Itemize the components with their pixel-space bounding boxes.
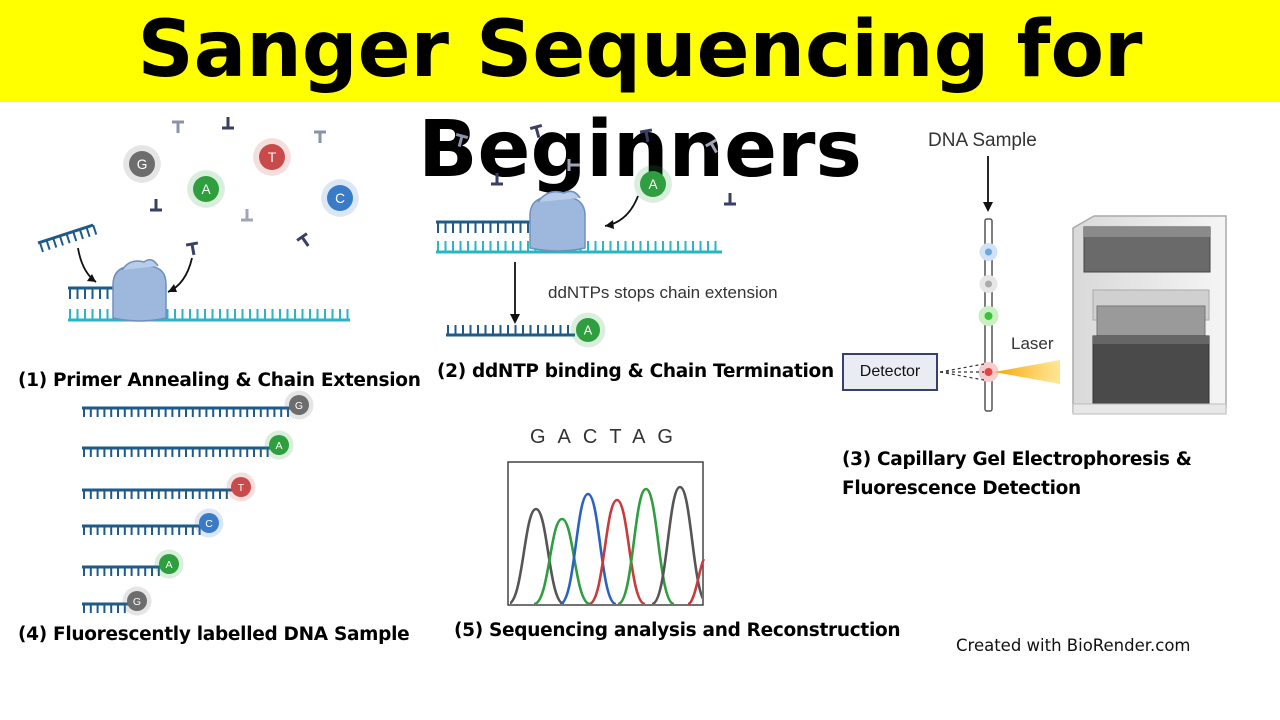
panel3-caption-line2: Fluorescence Detection [842, 478, 1081, 499]
labelled-fragment: T [82, 472, 256, 502]
nucleotide-A: A [187, 170, 225, 208]
labelled-fragment: A [82, 549, 184, 579]
labelled-fragment: A [82, 430, 294, 460]
nucleotide-G: G [284, 390, 314, 420]
svg-text:A: A [648, 177, 658, 192]
nucleotide-C: C [321, 179, 359, 217]
chromatogram-peaks [510, 485, 706, 606]
free-nucleotide-glyph [567, 159, 580, 171]
sequencer-machine-icon [1072, 215, 1227, 415]
nucleotide-A: A [154, 549, 184, 579]
peak-C [559, 492, 617, 604]
labelled-fragment: C [82, 508, 224, 538]
free-nucleotide-glyph [455, 132, 469, 148]
panel2-illustration: AA [436, 123, 736, 348]
panel3-sample-label: DNA Sample [928, 130, 1037, 151]
free-nucleotide-glyph [172, 120, 184, 133]
labelled-fragment: G [82, 390, 314, 420]
peak-G [510, 507, 565, 604]
svg-text:C: C [205, 518, 213, 530]
panel1-polymerase-icon [112, 259, 167, 322]
svg-text:A: A [584, 324, 593, 338]
free-nucleotide-glyph [296, 232, 310, 247]
free-nucleotide-glyph [314, 130, 326, 143]
svg-text:T: T [268, 150, 277, 165]
panel1-template-strand [68, 309, 350, 322]
free-nucleotide-glyph [491, 173, 503, 186]
nucleotide-T: T [253, 138, 291, 176]
free-nucleotide-glyph [639, 128, 653, 143]
free-nucleotide-glyph [150, 199, 162, 212]
nucleotide-A: A [264, 430, 294, 460]
nucleotide-C: C [194, 508, 224, 538]
peak-A [533, 517, 591, 604]
free-nucleotide-glyph [724, 193, 736, 206]
panel4-caption: (4) Fluorescently labelled DNA Sample [18, 624, 410, 645]
panel1-arrow-nucleotide [167, 257, 193, 293]
laser-beam [994, 360, 1060, 384]
panel1-illustration: G T A C [37, 117, 359, 322]
panel1-floating-primer [37, 223, 98, 253]
panel2-note: ddNTPs stops chain extension [548, 283, 778, 302]
panel4-illustration: G A T C A G [82, 390, 314, 616]
peak-partial [687, 558, 706, 606]
free-nucleotide-glyph [185, 241, 199, 256]
title-banner [0, 0, 1280, 102]
biorender-credit: Created with BioRender.com [956, 636, 1191, 655]
nucleotide-A: A [634, 165, 672, 203]
svg-text:G: G [295, 400, 303, 412]
nucleotide-T: T [226, 472, 256, 502]
detector-box: Detector [842, 353, 938, 391]
nucleotide-G: G [123, 145, 161, 183]
peak-T [588, 498, 646, 604]
panel3-laser-label: Laser [1011, 334, 1054, 353]
free-nucleotide-glyph [241, 209, 253, 222]
page-title: Sanger Sequencing for Beginners [137, 5, 1143, 195]
nucleotide-A: A [570, 312, 606, 348]
panel2-arrow-nucleotide [604, 195, 639, 227]
panel2-polymerase-icon [529, 190, 586, 252]
panel1-caption: (1) Primer Annealing & Chain Extension [18, 370, 421, 391]
svg-text:G: G [137, 157, 148, 172]
nucleotide-G: G [122, 586, 152, 616]
svg-text:A: A [165, 559, 172, 571]
sequence-readout: GACTAG [530, 426, 685, 448]
svg-text:A: A [201, 182, 211, 197]
panel2-caption: (2) ddNTP binding & Chain Termination [437, 361, 834, 382]
panel3-caption-line1: (3) Capillary Gel Electrophoresis & [842, 449, 1192, 470]
svg-text:C: C [335, 191, 345, 206]
free-nucleotide-glyph [705, 138, 718, 154]
free-nucleotide-glyph [222, 117, 234, 130]
panel2-extending-strand [436, 220, 540, 233]
svg-text:T: T [238, 482, 245, 494]
detector-label: Detector [859, 363, 921, 380]
svg-text:A: A [275, 440, 282, 452]
panel2-terminated-strand [446, 325, 575, 337]
panel3-illustration [939, 156, 1227, 415]
free-nucleotide-glyph [529, 123, 543, 139]
panel5-caption: (5) Sequencing analysis and Reconstructi… [454, 620, 901, 641]
panel5-chromatogram [507, 461, 706, 606]
svg-text:G: G [133, 596, 141, 608]
labelled-fragment: G [82, 586, 152, 616]
